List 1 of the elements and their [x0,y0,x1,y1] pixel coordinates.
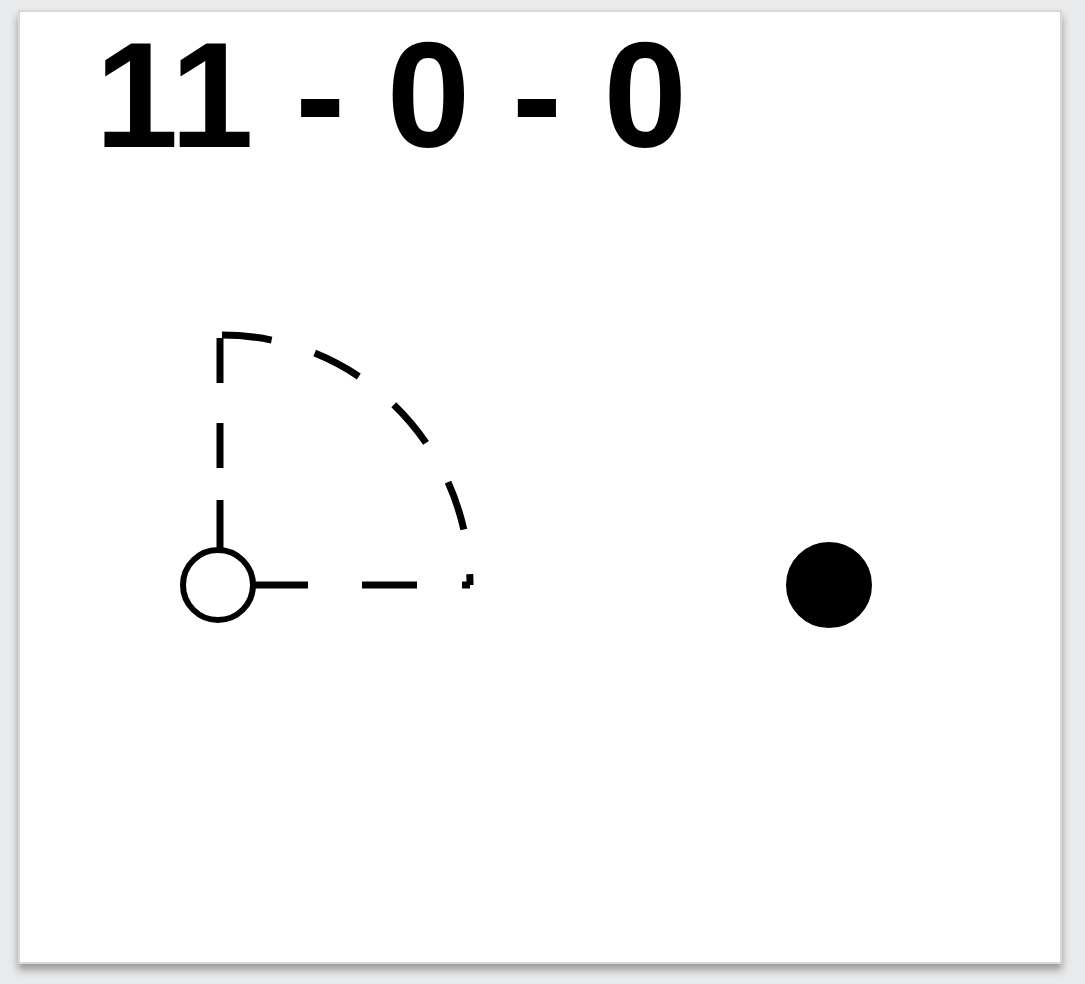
title: 11 - 0 - 0 [95,20,688,170]
